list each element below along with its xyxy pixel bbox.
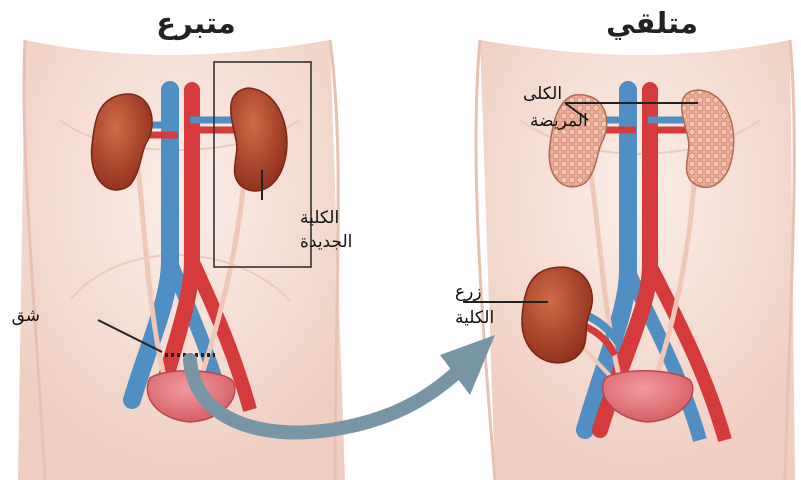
transplanted-kidney <box>522 267 592 363</box>
new-kidney-label-line2: الجديدة <box>300 232 352 252</box>
new-kidney-label-line1: الكلية <box>300 208 339 228</box>
transplant-label-line2: الكلية <box>455 308 494 328</box>
recipient-title: متلقي <box>606 6 698 40</box>
incision-label: شق <box>12 306 40 326</box>
donor-title: متبرع <box>156 6 235 40</box>
diseased-label-line2: المريضة <box>530 111 588 131</box>
transplant-label-line1: زرع <box>455 282 482 302</box>
diseased-label-line1: الكلى <box>523 84 562 104</box>
